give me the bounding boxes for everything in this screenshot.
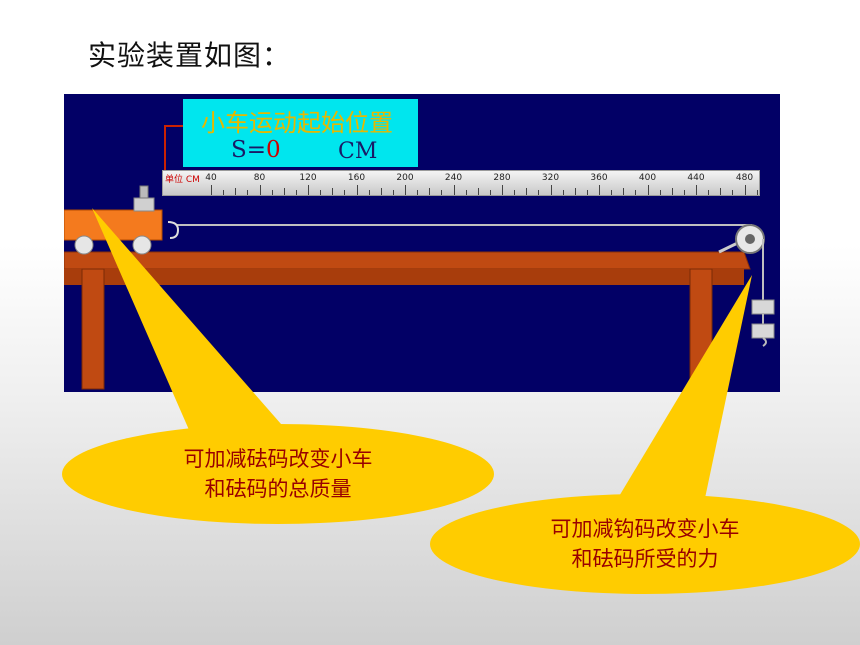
right-callout-bubble (430, 494, 860, 594)
ruler-tick (453, 185, 455, 195)
ruler-tick (477, 188, 479, 195)
ruler-tick (708, 190, 710, 195)
left-callout-pointer (92, 208, 295, 455)
ruler-tick (465, 190, 467, 195)
start-position-box: 小车运动起始位置 S=0 CM (183, 99, 418, 167)
ruler-tick (405, 185, 406, 195)
ruler-tick (574, 188, 576, 195)
ruler-tick-label: 400 (638, 173, 657, 183)
ruler-unit-label: 单位 CM (165, 175, 200, 185)
ruler-tick-label: 480 (735, 173, 754, 183)
ruler-tick (538, 190, 540, 195)
cart-wheel-right (132, 235, 152, 255)
table-apron (64, 269, 744, 285)
cart-wheel-left (74, 235, 94, 255)
ruler-tick (526, 188, 528, 195)
ruler-tick (356, 185, 358, 195)
ruler-tick (599, 185, 600, 195)
ruler-tick (611, 190, 613, 195)
cart-hook (167, 221, 180, 239)
ruler-tick-label: 120 (299, 173, 317, 183)
ruler-tick (756, 190, 758, 195)
right-callout-line2: 和砝码所受的力 (571, 547, 719, 571)
right-callout-pointer (612, 275, 752, 522)
ruler-tick (417, 190, 419, 195)
position-value: 0 (266, 137, 281, 163)
position-unit: CM (338, 139, 378, 164)
start-position-title: 小车运动起始位置 (201, 109, 393, 137)
measuring-ruler: 单位 CM 40 80 120 160 200 240 280 320 360 400 440 480 (162, 170, 760, 196)
start-marker-line (164, 125, 183, 176)
ruler-tick-label: 160 (347, 173, 366, 183)
ruler-tick (635, 190, 637, 195)
ruler-tick (696, 185, 697, 195)
ruler-tick-label: 240 (444, 173, 463, 183)
ruler-tick (308, 185, 309, 195)
ruler-tick (271, 190, 273, 195)
ruler-tick-label: 40 (205, 173, 217, 183)
ruler-tick (659, 190, 661, 195)
ruler-tick (368, 190, 370, 195)
ruler-tick (623, 188, 625, 195)
ruler-tick (392, 190, 394, 195)
ruler-tick (489, 190, 491, 195)
ruler-tick (283, 188, 285, 195)
ruler-tick (247, 190, 249, 195)
left-callout-text: 可加减砝码改变小车 和砝码的总质量 (80, 444, 476, 504)
ruler-tick-label: 360 (590, 173, 608, 183)
ruler-tick (514, 190, 516, 195)
ruler-tick-label: 320 (541, 173, 560, 183)
ruler-tick (295, 190, 297, 195)
left-callout-line2: 和砝码的总质量 (204, 477, 352, 501)
ruler-tick (720, 188, 722, 195)
ruler-tick (259, 185, 261, 195)
ruler-tick (683, 190, 685, 195)
left-callout-line1: 可加减砝码改变小车 (183, 447, 373, 471)
ruler-tick (671, 188, 673, 195)
ruler-tick (502, 185, 503, 195)
ruler-tick (744, 185, 746, 195)
table-top (64, 251, 751, 270)
ruler-tick (211, 185, 212, 195)
ruler-tick (550, 185, 552, 195)
ruler-tick-label: 440 (687, 173, 705, 183)
ruler-tick (441, 190, 443, 195)
ruler-tick-label: 280 (493, 173, 511, 183)
ruler-tick (380, 188, 382, 195)
slide-title: 实验装置如图： (88, 39, 292, 72)
ruler-tick (562, 190, 564, 195)
ruler-tick (586, 190, 588, 195)
pulley-axle (745, 234, 755, 244)
ruler-tick-label: 80 (253, 173, 266, 183)
ruler-tick (647, 185, 649, 195)
ruler-tick (235, 188, 237, 195)
right-callout-line1: 可加减钩码改变小车 (550, 517, 740, 541)
ruler-tick (732, 190, 734, 195)
ruler-tick (332, 188, 334, 195)
left-callout-bubble (62, 424, 494, 524)
table-leg-left (81, 268, 105, 390)
cart-weight-knob (139, 185, 149, 199)
position-readout: S=0 (231, 137, 281, 163)
right-callout-text: 可加减钩码改变小车 和砝码所受的力 (447, 514, 843, 574)
position-label: S= (231, 137, 267, 163)
ruler-tick (223, 190, 225, 195)
ruler-tick-label: 200 (396, 173, 414, 183)
ruler-tick (344, 190, 346, 195)
ruler-tick (429, 188, 431, 195)
ruler-tick (320, 190, 322, 195)
